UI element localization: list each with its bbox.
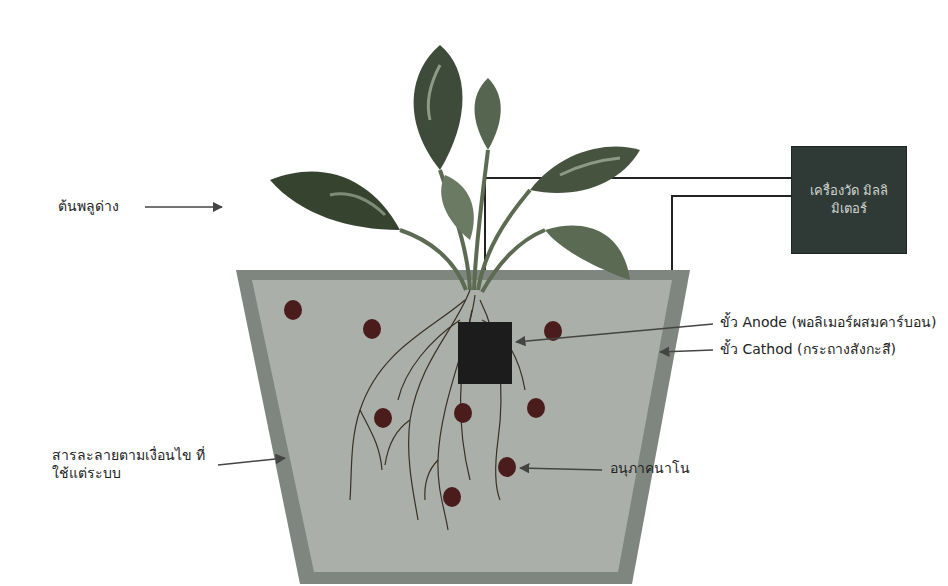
pothos-plant xyxy=(270,45,640,280)
wire xyxy=(672,196,792,278)
part-label: ต้นพลูด่าง xyxy=(58,197,119,215)
solution xyxy=(252,280,672,572)
zinc-pot-cathode xyxy=(236,270,690,584)
carbon-polymer-anode xyxy=(458,322,512,384)
part-label: สารละลายตามเงื่อนไข ที่ใช้แต่ระบบ xyxy=(52,446,218,482)
nanoparticles xyxy=(284,300,562,507)
meter-label: เครื่องวัด มิลลิมิเตอร์ xyxy=(792,182,906,217)
plant-stems xyxy=(400,150,545,292)
roots xyxy=(350,290,525,530)
part-label: อนุภาคนาโน xyxy=(610,459,690,477)
part-label: ขั้ว Anode (พอลิเมอร์ผสมคาร์บอน) xyxy=(720,313,936,331)
meter-box: เครื่องวัด มิลลิมิเตอร์ xyxy=(791,146,907,254)
leader-lines xyxy=(145,207,713,470)
part-label: ขั้ว Cathod (กระถางสังกะสี) xyxy=(720,340,896,358)
